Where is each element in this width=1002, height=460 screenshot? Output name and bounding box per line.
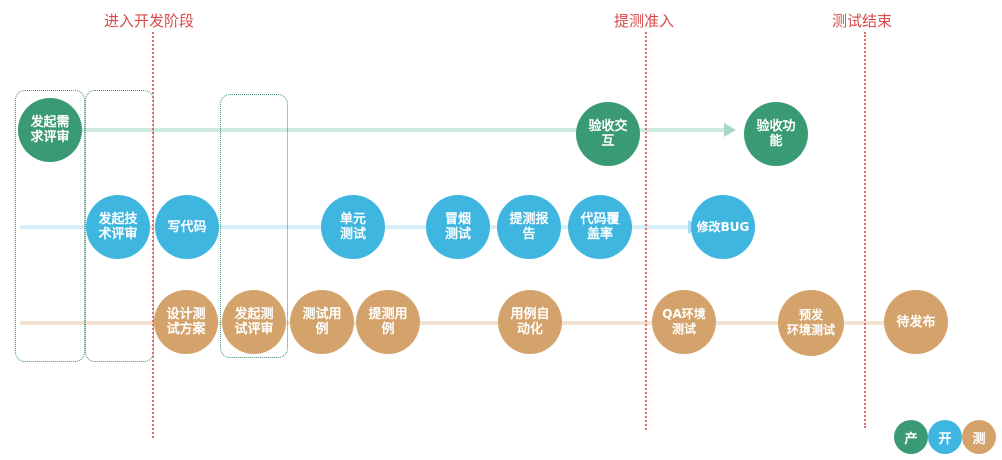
product-lane-arrow-icon [724, 123, 736, 137]
node-test-plan: 设计测 试方案 [154, 290, 218, 354]
product-lane-line [20, 128, 726, 132]
node-test-review: 发起测 试评审 [222, 290, 286, 354]
node-unit-test: 单元 测试 [321, 195, 385, 259]
legend-product-dot: 产 [894, 420, 928, 454]
node-write-code: 写代码 [155, 195, 219, 259]
legend-dev-dot: 开 [928, 420, 962, 454]
node-qa-env-test: QA环境 测试 [652, 290, 716, 354]
phase-label-test-end: 测试结束 [832, 12, 893, 30]
test-review-group [220, 94, 288, 358]
legend-test-dot: 测 [962, 420, 996, 454]
node-fix-bug: 修改BUG [691, 195, 755, 259]
test-lane-line [20, 321, 886, 325]
phase-label-test-entry: 提测准入 [614, 12, 675, 30]
phase-line-dev-start [152, 32, 154, 438]
phase-label-dev-start: 进入开发阶段 [104, 12, 195, 30]
node-code-coverage: 代码覆 盖率 [568, 195, 632, 259]
node-pending-release: 待发布 [884, 290, 948, 354]
node-accept-function: 验收功 能 [744, 102, 808, 166]
node-test-report: 提测报 告 [497, 195, 561, 259]
node-tech-review: 发起技 术评审 [86, 195, 150, 259]
node-case-automation: 用例自 动化 [498, 290, 562, 354]
node-test-cases: 测试用 例 [290, 290, 354, 354]
phase-line-test-entry [645, 32, 647, 430]
node-submission-cases: 提测用 例 [356, 290, 420, 354]
requirement-review-group [15, 90, 85, 362]
node-staging-test: 预发 环境测试 [778, 290, 844, 356]
phase-line-test-end [864, 32, 866, 428]
node-requirement-review: 发起需 求评审 [18, 98, 82, 162]
node-accept-interaction: 验收交 互 [576, 102, 640, 166]
node-smoke-test: 冒烟 测试 [426, 195, 490, 259]
